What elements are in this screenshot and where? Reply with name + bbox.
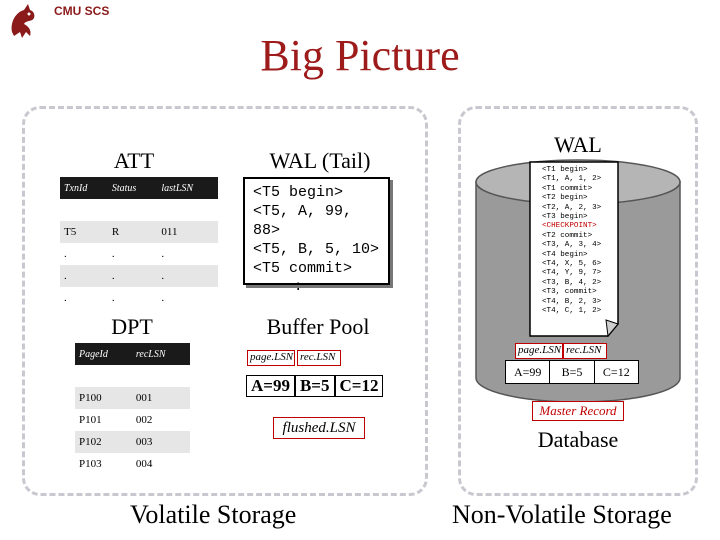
att-cell: R [107,221,158,243]
wal-line: <T3, A, 3, 4> [542,241,602,250]
db-page-lsn: page.LSN [515,343,563,359]
wal-document-icon [529,161,619,338]
att-cell: . [111,248,115,260]
nonvolatile-storage-label: Non-Volatile Storage [452,500,672,529]
buffer-pool-heading: Buffer Pool [266,314,370,339]
att-cell: . [161,248,165,260]
att-cell: . [161,292,165,304]
wal-line: <T2 begin> [542,194,588,203]
att-col-header: lastLSN [157,177,218,199]
db-value: C=12 [602,365,630,379]
buffer-page-lsn: page.LSN [247,350,295,366]
dpt-table: PageId recLSN P100 001 P101 002 P102 003… [75,343,190,475]
att-cell: 011 [157,221,218,243]
table-row: P103 004 [75,453,190,475]
att-cell: T5 [60,221,108,243]
att-cell: . [157,265,218,287]
table-row: T5 R 011 [60,221,218,243]
table-row [60,199,218,221]
dpt-cell: 002 [135,414,153,426]
wal-line: <T3, B, 4, 2> [542,278,602,287]
wal-line: <T4, B, 2, 3> [542,297,602,306]
dpt-cell: P101 [79,414,102,426]
db-rec-lsn: rec.LSN [563,343,607,359]
griffin-logo-icon [11,4,35,38]
db-value: B=5 [550,361,595,383]
wal-tail-heading: WAL (Tail) [269,148,371,173]
att-header-row: TxnId Status lastLSN [60,177,218,199]
table-row: P100 001 [75,387,190,409]
att-table: TxnId Status lastLSN T5 R 011 . . . . . … [60,177,218,309]
att-cell: . [64,248,67,260]
att-cell: . [64,292,67,304]
wal-line: <T1 commit> [542,184,593,193]
table-row [75,365,190,387]
wal-line: <T3, commit> [542,288,597,297]
wal-line: <T3 begin> [542,213,588,222]
wal-line: <T2 commit> [542,231,593,240]
dpt-header-row: PageId recLSN [75,343,190,365]
wal-line: <T1, A, 1, 2> [542,175,602,184]
dpt-col-header: recLSN [131,343,190,365]
header-text: CMU SCS [54,4,110,18]
att-heading: ATT [113,148,155,173]
table-row: . . . [60,287,218,309]
wal-line: <T4, Y, 9, 7> [542,269,602,278]
dpt-col-header: PageId [75,343,132,365]
att-cell: . [107,265,158,287]
page-title: Big Picture [260,31,460,80]
wal-tail-line: <T5 commit> [253,260,353,277]
dpt-cell: 004 [135,458,153,470]
dpt-heading: DPT [111,314,153,339]
wal-tail-line: <T5, B, 5, 10> [253,241,380,258]
buffer-value: C=12 [334,375,384,397]
flushed-lsn: flushed.LSN [273,417,365,439]
wal-heading: WAL [554,132,602,157]
master-record: Master Record [532,401,624,421]
db-page: A=99 B=5 C=12 [505,360,639,384]
volatile-storage-label: Volatile Storage [130,500,297,529]
wal-tail-line: <T5 begin> [253,184,344,201]
att-cell: . [60,265,108,287]
wal-tail-box: <T5 begin> <T5, A, 99, 88> <T5, B, 5, 10… [243,177,390,285]
table-row: P102 003 [75,431,190,453]
wal-tail-more: : [294,279,303,295]
db-value: A=99 [506,361,551,383]
wal-line: <T4, X, 5, 6> [542,260,602,269]
wal-line: <T4, C, 1, 2> [542,307,602,316]
table-row: P101 002 [75,409,190,431]
dpt-cell: P103 [79,458,102,470]
table-row: . . . [60,243,218,265]
wal-line: <T1 begin> [542,166,588,174]
att-col-header: Status [107,177,158,199]
wal-line: <T4 begin> [542,250,588,259]
database-label: Database [537,427,619,452]
wal-tail-line: <T5, A, 99, [253,203,353,220]
dpt-cell: 001 [131,387,190,409]
att-col-header: TxnId [60,177,108,199]
table-row: . . . [60,265,218,287]
wal-line: <T2, A, 2, 3> [542,203,602,212]
buffer-value: B=5 [294,375,335,397]
buffer-value: A=99 [246,375,295,397]
wal-checkpoint-line: <CHECKPOINT> [542,222,597,231]
dpt-cell: P102 [75,431,132,453]
dpt-cell: P100 [75,387,132,409]
wal-tail-line: 88> [253,222,281,239]
dpt-cell: 003 [131,431,190,453]
att-cell: . [111,292,115,304]
wal-document-text: <T1 begin> <T1, A, 1, 2> <T1 commit> <T2… [542,166,612,317]
buffer-rec-lsn: rec.LSN [297,350,341,366]
